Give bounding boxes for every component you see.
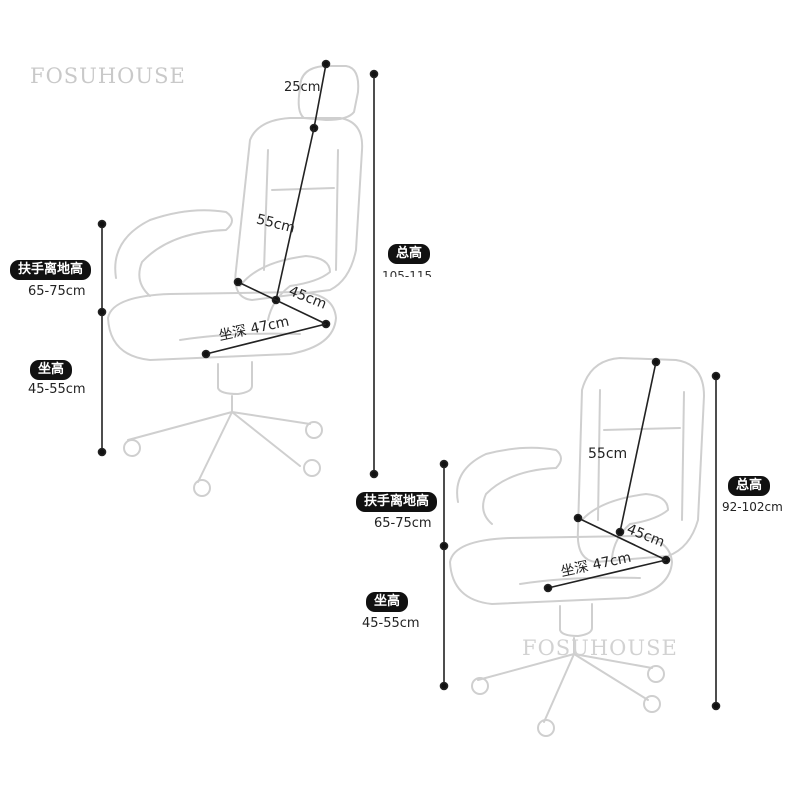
dot <box>233 277 243 287</box>
dot <box>369 469 379 479</box>
dot <box>615 527 625 537</box>
dot <box>651 357 661 367</box>
dot <box>573 513 583 523</box>
dot <box>97 219 107 229</box>
left-armrest-value: 65-75cm <box>28 284 86 299</box>
left-chair-outline <box>107 65 364 497</box>
dot <box>439 459 449 469</box>
right-armrest-badge: 扶手离地高 <box>356 492 438 512</box>
left-seat-height-badge: 坐高 <box>30 360 73 380</box>
left-total-height-value: 105-115 <box>382 269 433 277</box>
dot <box>439 541 449 551</box>
headrest-height-label: 25cm <box>284 80 321 95</box>
right-armrest-value: 65-75cm <box>374 516 432 531</box>
left-seat-height-value: 45-55cm <box>28 382 86 397</box>
dot <box>369 69 379 79</box>
dot <box>201 349 211 359</box>
right-total-height-value: 92-102cm <box>722 500 783 514</box>
right-chair-outline <box>449 357 705 737</box>
right-total-height-badge: 总高 <box>728 476 771 496</box>
dot <box>711 371 721 381</box>
dot <box>321 59 331 69</box>
right-seat-height-badge: 坐高 <box>366 592 409 612</box>
dot <box>543 583 553 593</box>
right-back-height-label: 55cm <box>588 446 628 462</box>
right-seat-height-value: 45-55cm <box>362 616 420 631</box>
brand-watermark: FOSUHOUSE <box>30 64 186 88</box>
dot <box>439 681 449 691</box>
left-armrest-badge: 扶手离地高 <box>10 260 92 280</box>
dot <box>711 701 721 711</box>
left-total-height-clip: 105-115 <box>382 266 438 277</box>
right-chair-measurements <box>439 357 721 711</box>
left-total-height-badge: 总高 <box>388 244 431 264</box>
brand-watermark-2: FOSUHOUSE <box>522 636 678 660</box>
dot <box>97 447 107 457</box>
left-chair-measurements <box>97 59 379 479</box>
dot <box>97 307 107 317</box>
